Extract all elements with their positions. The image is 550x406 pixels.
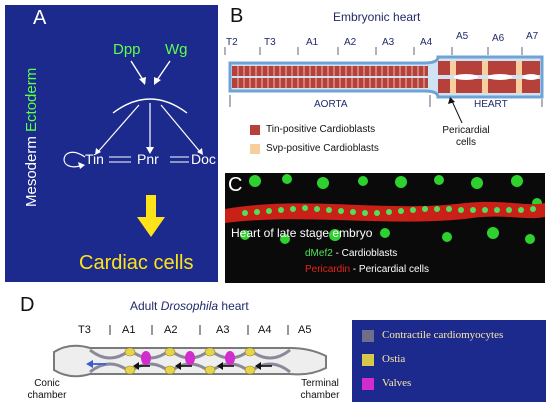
heart-upper-row — [438, 61, 540, 75]
fluorescence-image — [225, 173, 545, 283]
panel-c-letter: C — [228, 174, 243, 196]
cardioblast-rows — [242, 205, 536, 216]
cardiac-cells-label: Cardiac cells — [79, 252, 194, 274]
adult-segment-t3: T3 — [78, 324, 91, 336]
adult-segment-a5: A5 — [298, 324, 312, 336]
segment-a1: A1 — [306, 37, 319, 48]
panel-b-letter: B — [230, 5, 244, 27]
dpp-label: Dpp — [113, 41, 141, 58]
panel-b: B Embryonic heart T2 T3 A1 A2 A3 A4 A5 A… — [224, 5, 546, 168]
arrow-to-tin — [96, 104, 140, 154]
adult-segment-a4: A4 — [258, 324, 272, 336]
segment-a5: A5 — [456, 31, 469, 42]
dmef2-desc: - Cardioblasts — [332, 248, 398, 259]
segment-labels: T2 T3 A1 A2 A3 A4 A5 A6 A7 — [224, 31, 546, 51]
conic-chamber-label: Conic chamber — [27, 378, 67, 401]
svp-legend-label: Svp-positive Cardioblasts — [266, 143, 379, 154]
segment-a2: A2 — [344, 37, 357, 48]
adult-segment-dividers — [109, 325, 289, 335]
embryonic-heart-title: Embryonic heart — [333, 10, 421, 24]
panel-a: A Mesoderm Ectoderm Dpp Wg Tin Pnr Doc — [5, 5, 218, 282]
pnr-label: Pnr — [137, 151, 159, 167]
adult-heart-legend: Contractile cardiomyocytes Ostia Valves — [352, 320, 546, 402]
tin-legend-swatch — [250, 125, 260, 135]
aorta-upper-row — [232, 66, 428, 76]
panel-a-letter: A — [33, 7, 47, 29]
yellow-arrow-head — [137, 217, 165, 237]
svp-legend-swatch — [250, 144, 260, 154]
title-species: Drosophila — [160, 299, 219, 313]
target-arc — [112, 98, 188, 114]
terminal-chamber-label: Terminal chamber — [300, 378, 340, 401]
heart-lumen-2 — [488, 74, 512, 80]
pericardin-label: Pericardin — [305, 264, 351, 275]
tin-legend-label: Tin-positive Cardioblasts — [266, 124, 376, 135]
title-suffix: heart — [218, 299, 249, 313]
heart-lumen-1 — [454, 74, 478, 80]
wg-label: Wg — [165, 41, 188, 58]
segment-a7: A7 — [526, 31, 539, 42]
arrow-to-doc — [160, 104, 202, 154]
segment-t2: T2 — [226, 37, 238, 48]
panel-d: D Adult Drosophila heart T3 A1 A2 A3 A4 … — [0, 290, 550, 406]
title-prefix: Adult — [130, 299, 161, 313]
heart-label: HEART — [474, 99, 508, 110]
doc-label: Doc — [191, 151, 216, 167]
outflow-arrowhead — [86, 360, 93, 368]
heart-lower-row — [438, 79, 540, 93]
panel-c-legend-line1: dMef2 - Cardioblasts — [305, 248, 397, 259]
valves-legend-label: Valves — [382, 377, 412, 389]
segment-t3: T3 — [264, 37, 276, 48]
embryonic-heart-tube — [224, 47, 544, 107]
adult-segment-labels: T3 A1 A2 A3 A4 A5 — [60, 324, 360, 338]
adult-heart-title: Adult Drosophila heart — [130, 299, 249, 313]
adult-heart-tube — [53, 344, 327, 378]
arrow-to-tin-head — [95, 148, 101, 155]
ostia-swatch — [362, 354, 374, 366]
segment-a3: A3 — [382, 37, 395, 48]
valves-swatch — [362, 378, 374, 390]
heart-lumen-3 — [523, 74, 539, 80]
flow-arrowheads — [133, 362, 261, 370]
adult-segment-a2: A2 — [164, 324, 178, 336]
arrow-to-doc-head — [197, 148, 203, 155]
yellow-arrow-shaft — [146, 195, 156, 219]
ostia-legend-label: Ostia — [382, 353, 406, 365]
valves — [141, 351, 235, 365]
segment-a6: A6 — [492, 33, 505, 44]
arrow-to-pnr-head — [146, 147, 154, 154]
tin-loop-head — [78, 162, 85, 169]
adult-segment-a3: A3 — [216, 324, 230, 336]
cardiomyocyte-legend-label: Contractile cardiomyocytes — [382, 329, 504, 341]
pericardial-green-cells — [240, 174, 542, 244]
cardiomyocyte-swatch — [362, 330, 374, 342]
aorta-lower-row — [232, 78, 428, 88]
aorta-cell-dividers — [237, 66, 425, 88]
regulatory-network-arrows — [63, 60, 203, 237]
tin-autoregulation-loop — [63, 151, 86, 168]
dmef2-label: dMef2 — [305, 248, 333, 259]
wg-arrowhead — [154, 77, 161, 85]
panel-c-legend-line2: Pericardin - Pericardial cells — [305, 264, 429, 275]
svp-cells — [450, 61, 522, 93]
pericardial-pointer — [448, 97, 463, 124]
panel-c-caption: Heart of late stage embryo — [231, 226, 373, 240]
adult-segment-a1: A1 — [122, 324, 136, 336]
tin-label: Tin — [85, 151, 104, 167]
segment-a4: A4 — [420, 37, 433, 48]
pericardial-label: Pericardial cells — [442, 125, 490, 148]
segment-ticks — [224, 47, 523, 55]
aorta-label: AORTA — [314, 99, 348, 110]
pericardin-desc: - Pericardial cells — [350, 264, 429, 275]
panel-c-micrograph: Heart of late stage embryo dMef2 - Cardi… — [225, 173, 545, 283]
panel-d-letter: D — [20, 294, 35, 316]
dpp-arrowhead — [139, 77, 146, 85]
ostia — [124, 347, 256, 375]
